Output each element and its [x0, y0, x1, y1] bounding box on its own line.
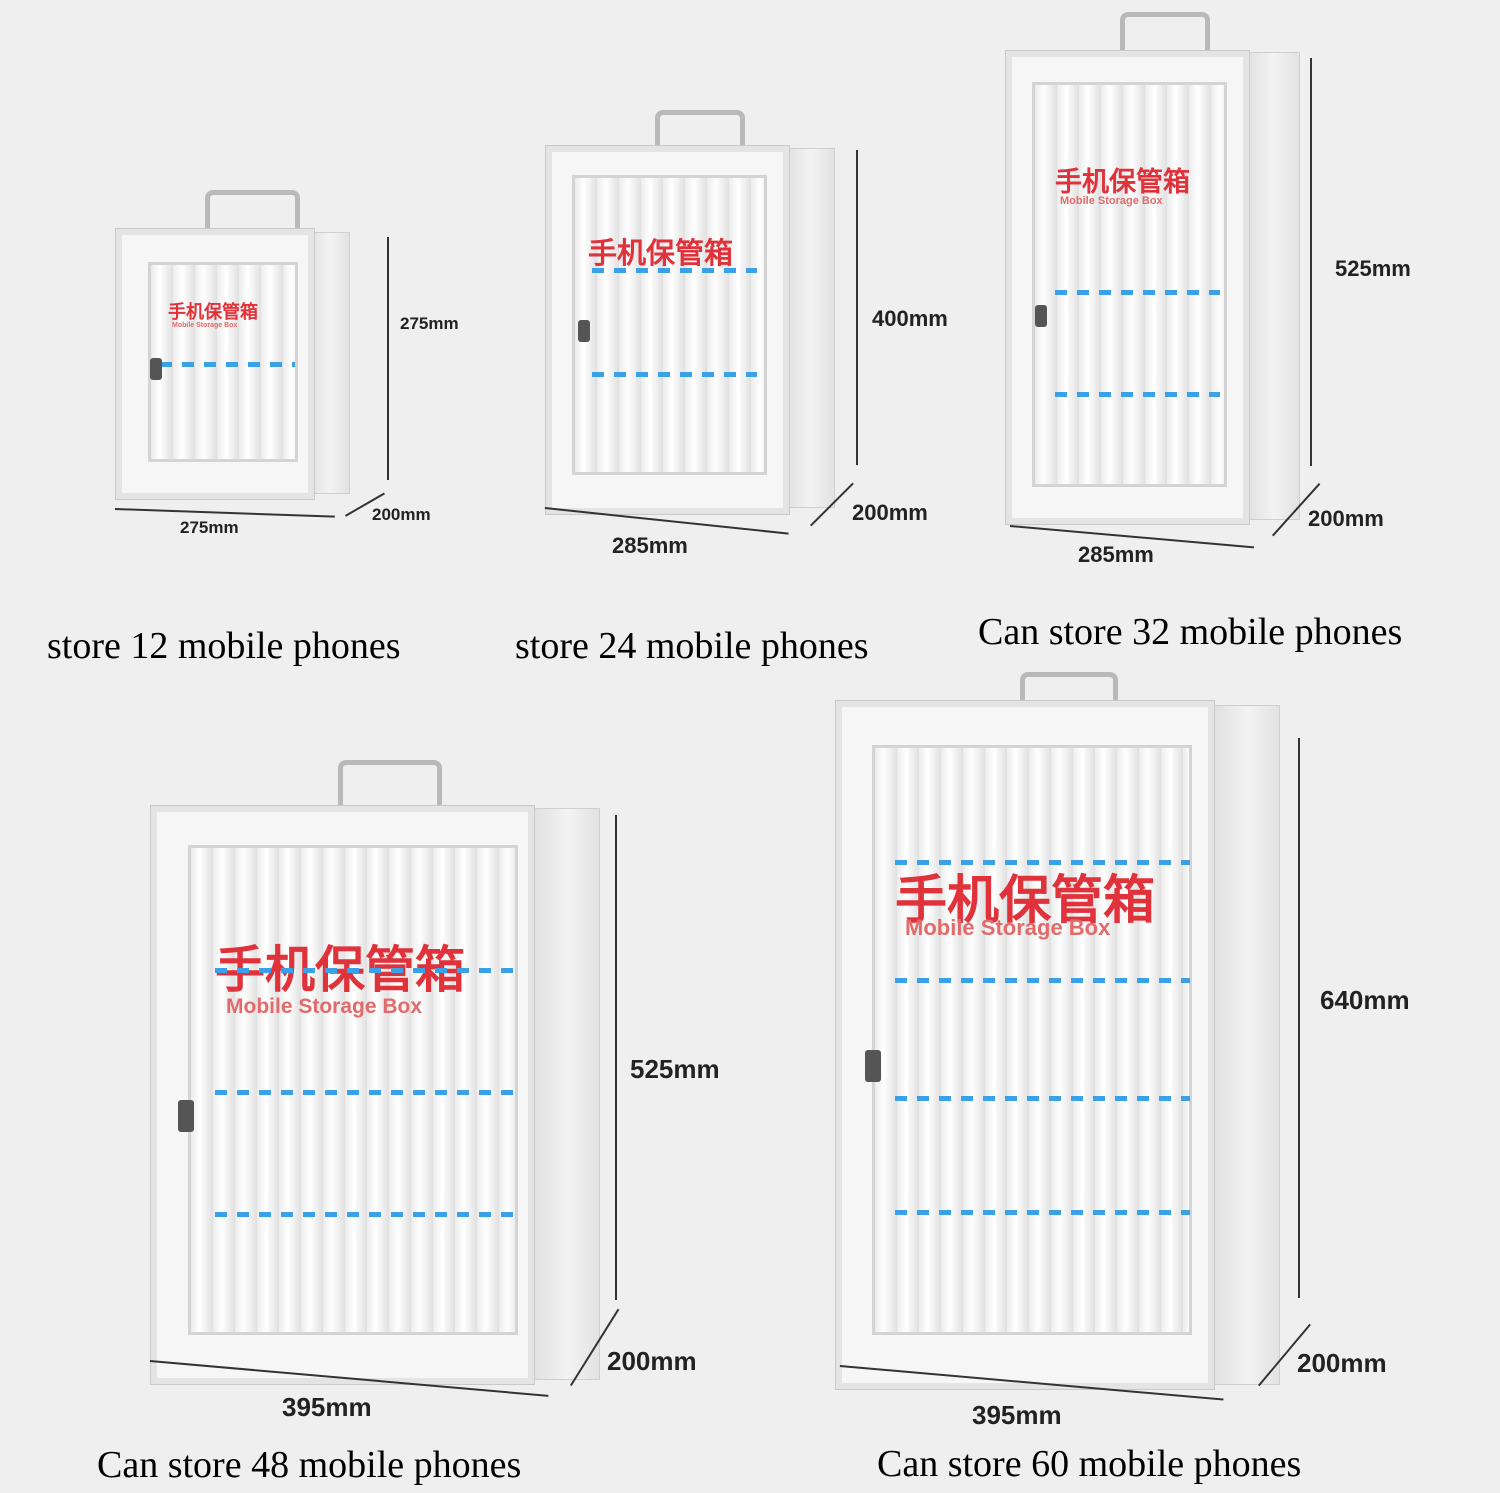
lock-icon — [150, 358, 162, 380]
box-label-cn: 手机保管箱 — [168, 302, 258, 323]
height-arrow — [387, 237, 389, 480]
box-door-panel — [1032, 82, 1227, 487]
lock-icon — [865, 1050, 881, 1082]
slot-row — [1055, 290, 1220, 295]
box-label-en: Mobile Storage Box — [172, 322, 238, 329]
slot-row — [895, 860, 1190, 865]
width-arrow — [114, 508, 335, 518]
height-arrow — [1310, 58, 1312, 466]
slot-row — [895, 978, 1190, 983]
capacity-caption: Can store 60 mobile phones — [877, 1443, 1302, 1485]
capacity-caption: store 24 mobile phones — [515, 625, 869, 667]
handle-icon — [655, 110, 745, 145]
capacity-caption: Can store 32 mobile phones — [978, 611, 1403, 653]
width-label: 395mm — [282, 1392, 372, 1422]
width-label: 275mm — [180, 518, 239, 537]
slot-row — [1055, 392, 1220, 397]
box-door-panel — [572, 175, 767, 475]
capacity-caption: Can store 48 mobile phones — [97, 1444, 522, 1486]
depth-label: 200mm — [607, 1346, 697, 1376]
slot-row — [592, 268, 757, 273]
depth-label: 200mm — [852, 500, 928, 525]
handle-icon — [205, 190, 300, 228]
depth-label: 200mm — [1297, 1348, 1387, 1378]
box-label-cn: 手机保管箱 — [895, 871, 1156, 931]
height-arrow — [615, 815, 617, 1300]
slot-row — [592, 372, 757, 377]
slot-row — [215, 1212, 515, 1217]
slot-row — [895, 1210, 1190, 1215]
width-label: 285mm — [1078, 542, 1154, 567]
capacity-caption: store 12 mobile phones — [47, 625, 401, 667]
lock-icon — [178, 1100, 194, 1132]
handle-icon — [1020, 672, 1118, 705]
height-label: 640mm — [1320, 985, 1410, 1015]
box-label-en: Mobile Storage Box — [226, 995, 423, 1018]
box-label-cn: 手机保管箱 — [215, 941, 465, 999]
width-label: 395mm — [972, 1400, 1062, 1430]
height-arrow — [1298, 738, 1300, 1298]
box-label-en: Mobile Storage Box — [905, 915, 1111, 940]
slot-row — [215, 1090, 515, 1095]
box-label-en: Mobile Storage Box — [1060, 195, 1163, 207]
slot-row — [160, 362, 295, 367]
box-label-cn: 手机保管箱 — [588, 236, 734, 270]
width-label: 285mm — [612, 533, 688, 558]
handle-icon — [1120, 12, 1210, 50]
height-label: 275mm — [400, 314, 459, 333]
depth-label: 200mm — [372, 505, 431, 524]
height-arrow — [856, 150, 858, 465]
box-door-panel — [872, 745, 1192, 1335]
lock-icon — [1035, 305, 1047, 327]
slot-row — [215, 968, 515, 973]
lock-icon — [578, 320, 590, 342]
height-label: 400mm — [872, 306, 948, 331]
height-label: 525mm — [1335, 256, 1411, 281]
height-label: 525mm — [630, 1054, 720, 1084]
depth-label: 200mm — [1308, 506, 1384, 531]
box-label-cn: 手机保管箱 — [1055, 167, 1190, 198]
slot-row — [895, 1096, 1190, 1101]
handle-icon — [338, 760, 442, 805]
